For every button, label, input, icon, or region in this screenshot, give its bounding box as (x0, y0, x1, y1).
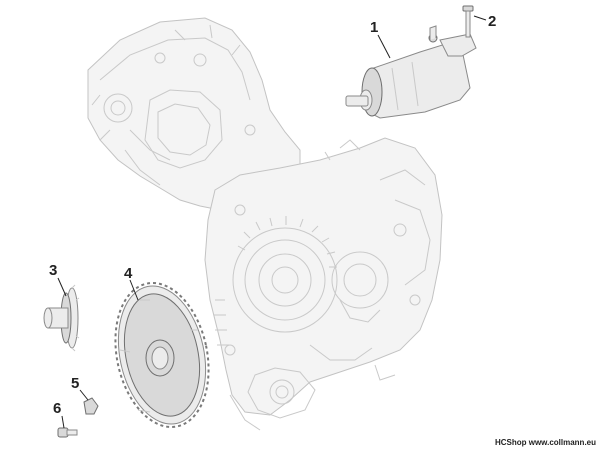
washer (83, 397, 99, 415)
leader-4 (129, 279, 139, 301)
starter-ring-gear (114, 281, 210, 429)
leader-2 (473, 15, 487, 21)
crankcase-main-housing (204, 137, 443, 431)
starter-bolt (462, 5, 474, 38)
leader-5 (79, 389, 89, 401)
starter-motor (345, 25, 477, 119)
leader-6 (61, 415, 65, 429)
leader-lines (57, 15, 487, 429)
gear-screw (57, 427, 78, 438)
callout-4: 4 (124, 265, 133, 282)
callout-1: 1 (370, 19, 378, 36)
callout-2: 2 (488, 13, 496, 30)
watermark: HCShop www.collmann.eu (494, 438, 596, 447)
leader-3 (57, 277, 67, 297)
leader-1 (377, 34, 391, 59)
callout-3: 3 (49, 262, 57, 279)
callout-6: 6 (53, 400, 61, 417)
callout-5: 5 (71, 375, 79, 392)
callouts: 1 2 3 4 5 6 (49, 13, 496, 417)
intermediate-gear (43, 284, 80, 352)
